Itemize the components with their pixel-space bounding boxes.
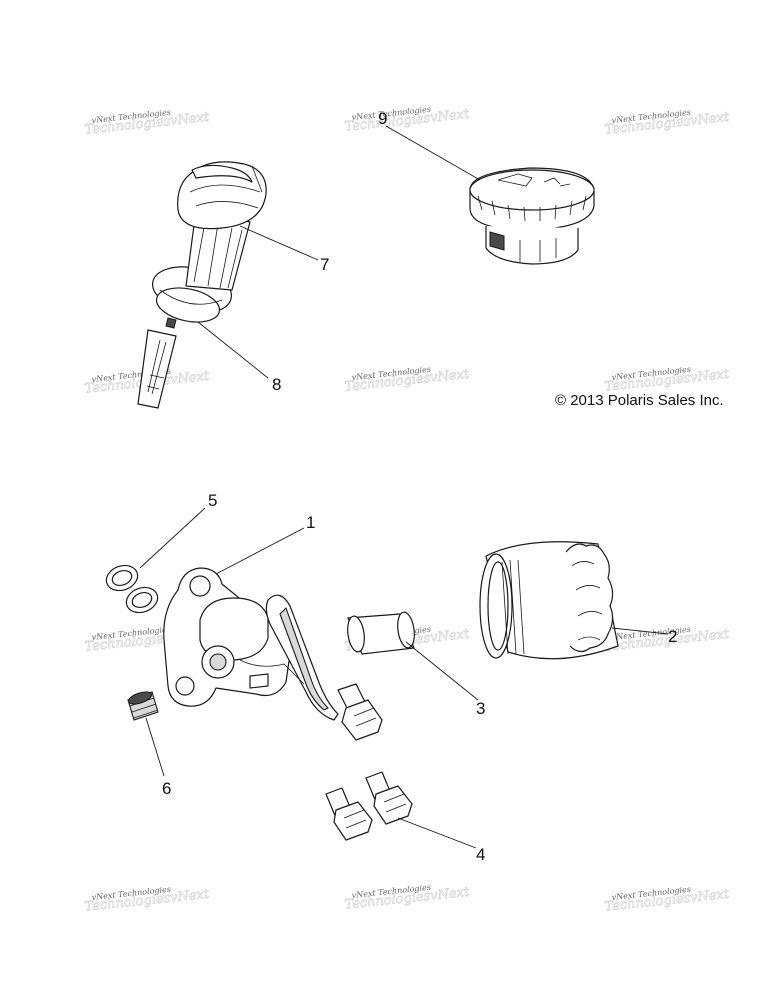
callout-8: 8	[272, 375, 281, 394]
leader-line-2	[611, 627, 669, 635]
watermark: TechnologiesvNext vNext Technologies	[604, 108, 731, 138]
watermark: TechnologiesvNext vNext Technologies	[344, 883, 471, 913]
leader-line-4	[397, 817, 477, 849]
copyright-notice: © 2013 Polaris Sales Inc.	[555, 392, 724, 409]
callout-9: 9	[378, 109, 387, 128]
oil-filter-adapter-icon[interactable]	[163, 567, 339, 721]
leader-line-6	[145, 717, 165, 777]
callout-4: 4	[476, 845, 485, 864]
dipstick-handle-icon[interactable]	[177, 161, 267, 291]
watermark: TechnologiesvNext vNext Technologies	[344, 105, 471, 135]
watermark: TechnologiesvNext vNext Technologies	[604, 885, 731, 915]
callout-7: 7	[320, 255, 329, 274]
callout-5: 5	[208, 491, 217, 510]
callout-2: 2	[668, 627, 677, 646]
callout-6: 6	[162, 779, 171, 798]
leader-line-5	[139, 507, 206, 569]
leader-line-1	[215, 527, 305, 575]
callout-labels: 9 7 8 5 1 2 3 6 4	[162, 109, 677, 864]
dipstick-icon[interactable]	[137, 260, 236, 409]
leader-lines	[139, 125, 669, 849]
leader-line-7	[239, 225, 319, 261]
callout-1: 1	[306, 513, 315, 532]
tube-fitting-icon[interactable]	[346, 611, 417, 655]
watermark: TechnologiesvNext vNext Technologies	[604, 625, 731, 655]
leader-line-3	[405, 641, 479, 701]
watermark: TechnologiesvNext vNext Technologies	[604, 365, 731, 395]
callout-3: 3	[476, 699, 485, 718]
leader-line-8	[197, 321, 269, 379]
seal-ring-icon[interactable]	[103, 561, 161, 616]
watermark: TechnologiesvNext vNext Technologies	[344, 365, 471, 395]
pipe-plug-icon[interactable]	[127, 690, 159, 721]
bolt-single-icon[interactable]	[337, 683, 383, 741]
fill-cap-icon[interactable]	[469, 167, 595, 265]
leader-line-9	[385, 125, 481, 181]
oil-filter-icon[interactable]	[479, 541, 619, 660]
watermark: TechnologiesvNext vNext Technologies	[84, 885, 211, 915]
bolt-pair-icon[interactable]	[325, 771, 413, 841]
watermark: TechnologiesvNext vNext Technologies	[84, 108, 211, 138]
watermark-grid: TechnologiesvNext vNext Technologies Tec…	[84, 105, 731, 915]
